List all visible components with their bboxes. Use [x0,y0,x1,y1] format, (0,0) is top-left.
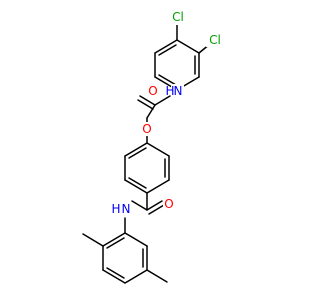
bond [106,237,125,249]
atom-symbol: O [148,84,157,98]
chlorine-atom: Cl [169,10,187,25]
bond [154,39,178,54]
amide-nitrogen-atom: H N [111,202,132,216]
bond [146,200,163,211]
bond [102,232,126,247]
atom-symbol: H [111,202,120,216]
bonds [82,23,211,284]
atom-symbol: N [174,84,183,98]
amine-nitrogen-atom: N H [165,84,184,98]
bond [146,269,168,283]
bond [106,267,125,279]
bond [176,39,200,54]
atom-symbol: O [164,197,173,211]
bond [124,142,148,157]
atom-symbol: Cl [172,10,184,24]
bond [137,99,154,110]
bond [158,44,177,56]
bond [124,232,148,247]
molecule-structure: Cl Cl N H O O O [82,10,224,284]
bond [128,147,147,159]
bond [154,95,171,106]
atom-symbol: N [122,202,131,216]
carbonyl-oxygen-atom: O [147,84,159,98]
ether-oxygen-atom: O [141,122,153,136]
amide-oxygen-atom: O [163,197,175,211]
bond [146,104,156,119]
bond [146,179,170,194]
atom-symbol: H [165,84,174,98]
bond [82,233,104,247]
bond [124,179,148,194]
chlorine-atom: Cl [206,33,224,47]
bond [128,177,147,189]
bond [102,269,126,284]
atom-symbol: O [142,122,151,136]
atom-symbol: Cl [209,33,221,47]
bond [139,95,156,106]
molecule-diagram: Cl Cl N H O O O [82,10,224,284]
bond [158,74,177,86]
bond [124,269,148,284]
atom-labels: Cl Cl N H O O O [111,10,224,216]
bond [131,200,148,211]
bond [146,142,170,157]
bond [148,204,165,215]
